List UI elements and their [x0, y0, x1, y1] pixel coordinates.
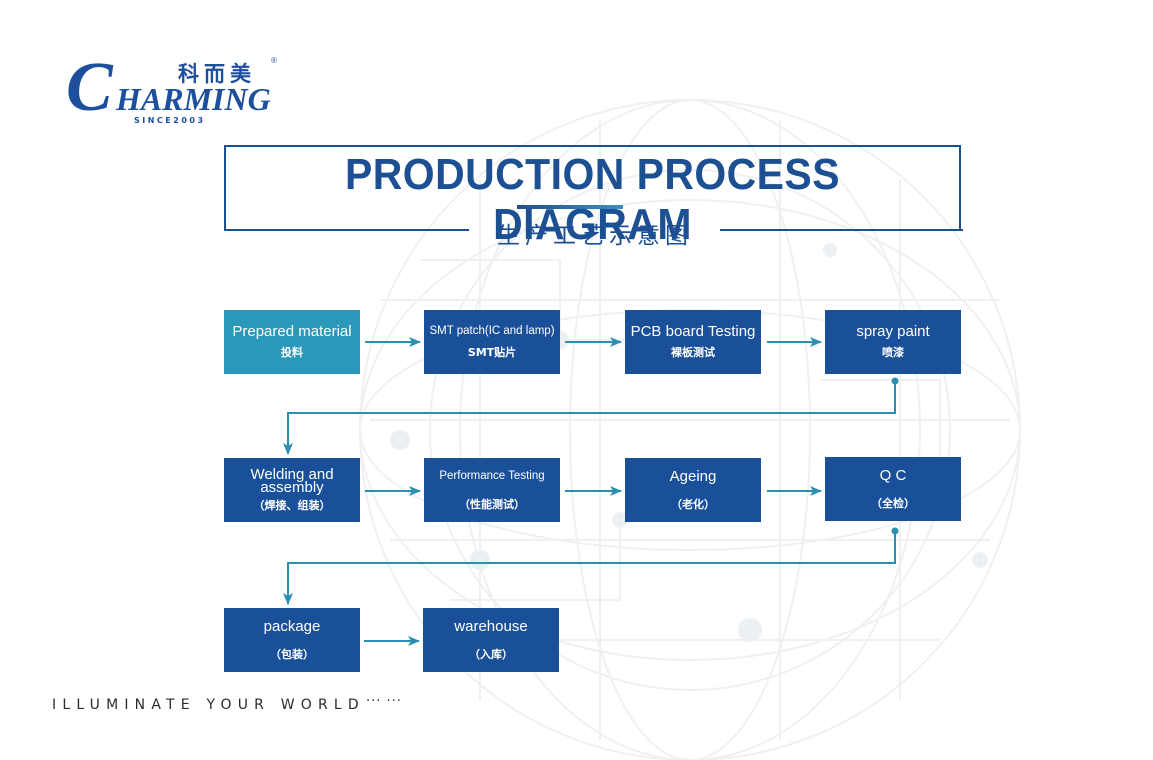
step-performance-testing: Performance Testing （性能测试）: [424, 458, 560, 522]
step-smt-patch: SMT patch(IC and lamp) SMT贴片: [424, 310, 560, 374]
step-warehouse: warehouse （入库）: [423, 608, 559, 672]
footer-slogan: ILLUMINATE YOUR WORLD: [52, 697, 365, 713]
logo-wordmark: HARMING: [116, 81, 271, 117]
step-label-en: PCB board Testing: [630, 323, 756, 340]
step-label-cn: （入库）: [469, 647, 513, 661]
footer-ellipsis: ··· ···: [366, 694, 402, 709]
step-pcb-board-testing: PCB board Testing 裸板测试: [625, 310, 761, 374]
step-prepared-material: Prepared material 投料: [224, 310, 360, 374]
step-label-cn: SMT贴片: [467, 346, 517, 359]
logo-chinese-name: 科而美: [178, 62, 256, 86]
step-ageing: Ageing （老化）: [625, 458, 761, 522]
step-label-cn: （性能测试）: [459, 497, 525, 511]
page-subtitle: 生产工艺示意图: [497, 223, 693, 249]
logo-initial: C: [66, 49, 113, 126]
title-divider-left: [224, 229, 469, 231]
title-divider-right: [720, 229, 963, 231]
step-label-en: Prepared material: [232, 323, 352, 340]
logo-since: SINCE2003: [134, 116, 206, 125]
step-label-cn: 裸板测试: [671, 346, 715, 359]
step-label-en: Ageing: [669, 467, 717, 485]
step-label-en: Performance Testing: [439, 469, 545, 482]
registered-mark-icon: ®: [271, 56, 277, 65]
title-frame: [224, 145, 961, 230]
step-label-en: warehouse: [454, 617, 528, 635]
step-label-en: SMT patch(IC and lamp): [429, 325, 555, 337]
step-label-en: package: [263, 617, 321, 635]
step-label-cn: 投料: [281, 346, 303, 359]
title-accent-bar: [517, 205, 623, 209]
step-label-cn: （全检）: [871, 496, 915, 510]
step-package: package （包装）: [224, 608, 360, 672]
step-qc: Q C （全检）: [825, 457, 961, 521]
step-spray-paint: spray paint 喷漆: [825, 310, 961, 374]
step-label-en: spray paint: [856, 323, 930, 340]
step-welding-assembly: Welding and assembly （焊接、组装）: [224, 458, 360, 522]
step-label-cn: （焊接、组装）: [253, 498, 331, 512]
step-label-en: Welding and assembly: [250, 465, 334, 496]
step-label-cn: 喷漆: [882, 346, 904, 359]
charming-logo: C HARMING 科而美 ® SINCE2003: [66, 49, 281, 128]
step-label-cn: （老化）: [671, 497, 715, 511]
step-label-cn: （包装）: [270, 647, 314, 661]
step-label-en: Q C: [879, 466, 907, 484]
